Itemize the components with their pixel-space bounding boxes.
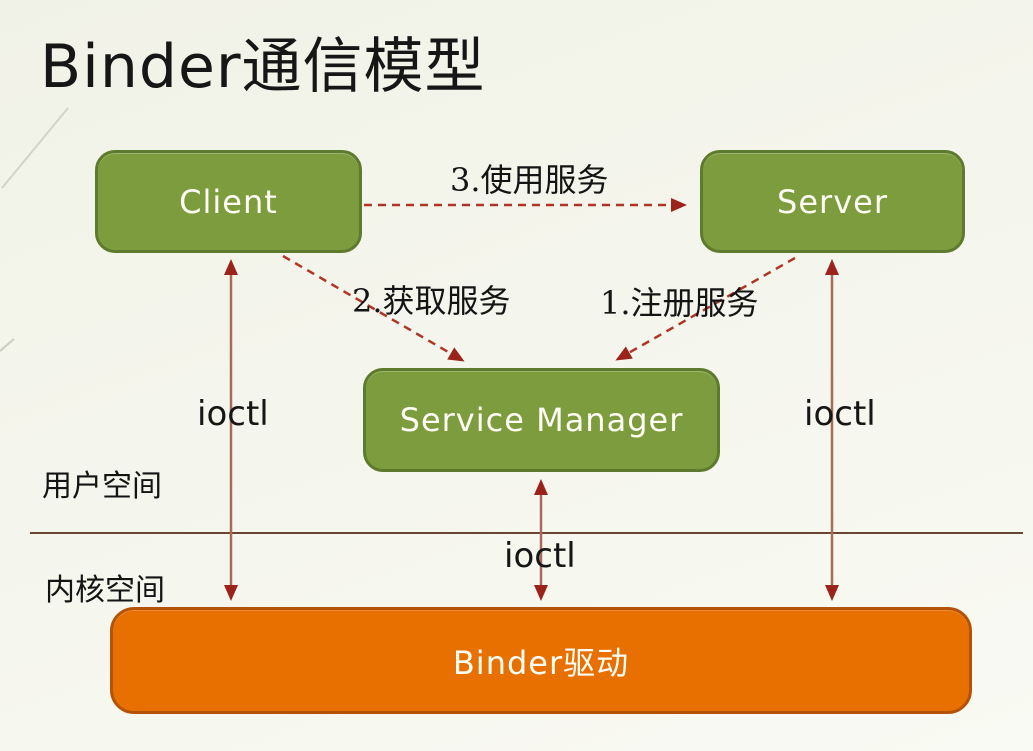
edge-label-ioctl-server: ioctl: [804, 394, 876, 434]
node-binder-driver: Binder驱动: [110, 607, 972, 714]
edge-label-get-service: 2.获取服务: [352, 282, 511, 320]
node-service-manager-label: Service Manager: [399, 401, 684, 439]
node-server: Server: [700, 150, 965, 253]
region-label-user-space: 用户空间: [42, 469, 162, 504]
node-client-label: Client: [179, 182, 278, 221]
background-decor-tick: [0, 338, 15, 352]
region-label-kernel-space: 内核空间: [45, 573, 165, 608]
node-server-label: Server: [777, 182, 888, 221]
page-title: Binder通信模型: [40, 32, 486, 102]
arrow-get-service: [282, 254, 465, 362]
arrow-register-service: [615, 256, 796, 361]
node-service-manager: Service Manager: [363, 368, 720, 472]
background-decor-line: [1, 107, 69, 189]
node-binder-driver-label: Binder驱动: [452, 643, 630, 682]
node-client: Client: [95, 150, 362, 253]
edge-label-use-service: 3.使用服务: [450, 161, 609, 199]
edge-label-ioctl-service-manager: ioctl: [504, 536, 576, 576]
edge-label-register-service: 1.注册服务: [600, 284, 759, 322]
edge-label-ioctl-client: ioctl: [197, 394, 269, 434]
